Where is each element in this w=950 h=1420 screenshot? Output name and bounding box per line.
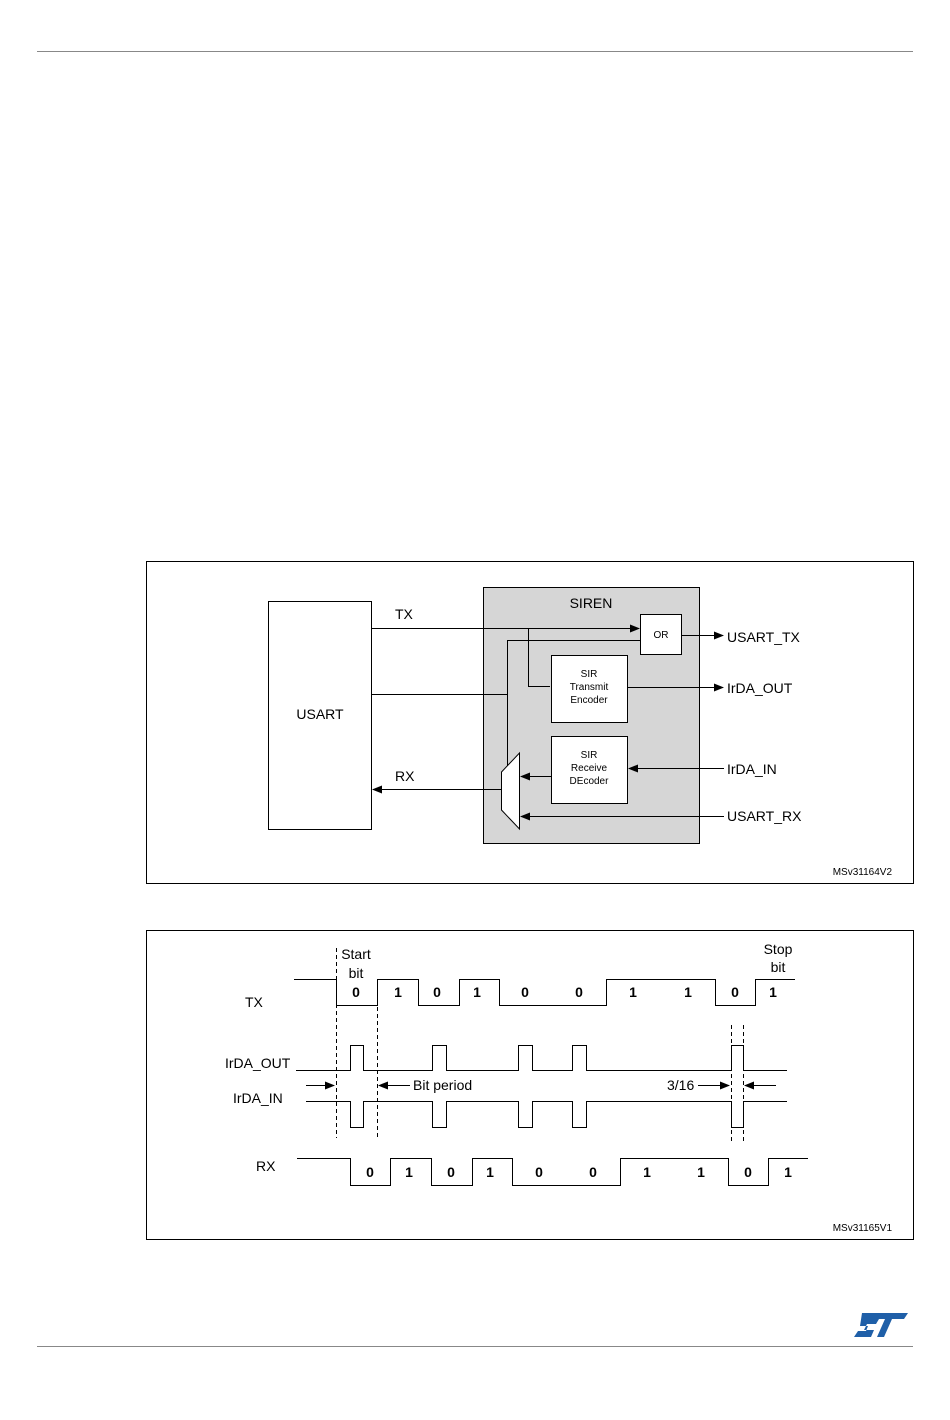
usart-tx-label: USART_TX — [727, 629, 801, 645]
figure1-reference: MSv31164V2 — [833, 867, 893, 878]
figure2-reference: MSv31165V1 — [833, 1223, 893, 1234]
rx-bit: 1 — [405, 1164, 413, 1180]
rx-bit: 0 — [366, 1164, 374, 1180]
tx-bit: 1 — [684, 984, 692, 1000]
tx-bit: 0 — [433, 984, 441, 1000]
encoder-line-1: SIR — [581, 669, 598, 680]
footer-rule — [37, 1346, 913, 1347]
decoder-line-3: DEcoder — [570, 776, 610, 787]
start-bit-label: bit — [349, 965, 364, 981]
start-label: Start — [341, 946, 371, 962]
rx-waveform-label: RX — [256, 1158, 276, 1174]
rx-bit: 1 — [784, 1164, 792, 1180]
stop-label: Stop — [764, 941, 793, 957]
irda-in-label: IrDA_IN — [727, 761, 777, 777]
rx-bit: 1 — [643, 1164, 651, 1180]
figure2-frame — [147, 931, 914, 1240]
header-rule — [37, 51, 913, 52]
st-logo-icon — [852, 1310, 910, 1340]
tx-label: TX — [395, 606, 414, 622]
tx-bit: 0 — [521, 984, 529, 1000]
usart-rx-label: USART_RX — [727, 808, 802, 824]
rx-bit: 0 — [744, 1164, 752, 1180]
siren-label: SIREN — [570, 595, 613, 611]
rx-bit: 0 — [535, 1164, 543, 1180]
rx-label: RX — [395, 768, 415, 784]
tx-bit: 1 — [473, 984, 481, 1000]
tx-bit: 1 — [629, 984, 637, 1000]
rx-bit: 0 — [447, 1164, 455, 1180]
usart-label: USART — [296, 706, 344, 722]
irda-timing-diagram: Start bit Stop bit TX IrDA_OUT IrDA_IN R… — [0, 930, 950, 1242]
tx-waveform-label: TX — [245, 994, 264, 1010]
or-gate-label: OR — [654, 630, 669, 641]
irda-out-label: IrDA_OUT — [727, 680, 793, 696]
irda-block-diagram: USART SIREN OR SIR Transmit Encoder SIR … — [0, 561, 950, 885]
bit-period-label: Bit period — [413, 1077, 472, 1093]
irda-out-waveform-label: IrDA_OUT — [225, 1055, 291, 1071]
decoder-line-1: SIR — [581, 750, 598, 761]
encoder-line-3: Encoder — [570, 695, 608, 706]
tx-bit: 1 — [769, 984, 777, 1000]
irda-in-waveform-label: IrDA_IN — [233, 1090, 283, 1106]
rx-bit: 0 — [589, 1164, 597, 1180]
decoder-line-2: Receive — [571, 763, 608, 774]
rx-bit: 1 — [697, 1164, 705, 1180]
encoder-line-2: Transmit — [570, 682, 609, 693]
stop-bit-label: bit — [771, 959, 786, 975]
fraction-label: 3/16 — [667, 1077, 694, 1093]
tx-bit: 0 — [575, 984, 583, 1000]
tx-bit: 1 — [394, 984, 402, 1000]
tx-bit: 0 — [731, 984, 739, 1000]
rx-bit: 1 — [486, 1164, 494, 1180]
tx-bit: 0 — [352, 984, 360, 1000]
